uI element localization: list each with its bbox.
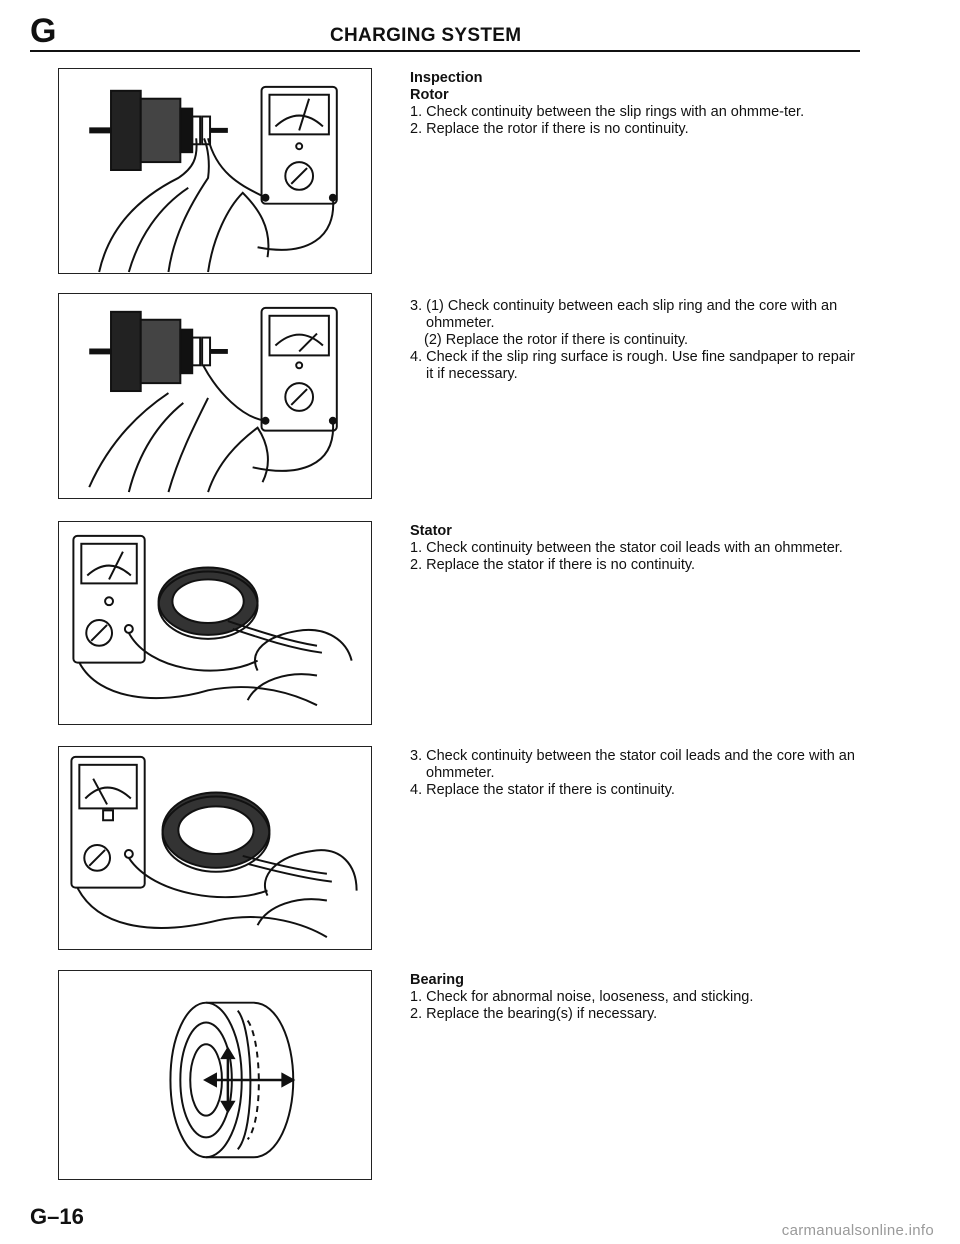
ohmmeter-rotor-core-drawing bbox=[88, 306, 338, 493]
instruction-step: 1. Check for abnormal noise, looseness, … bbox=[410, 989, 754, 1005]
instruction-step: 1. Check continuity between the slip rin… bbox=[410, 104, 805, 120]
instruction-step: 3. (1) Check continuity between each sli… bbox=[410, 298, 838, 331]
rotor-core-check-text: 3. (1) Check continuity between each sli… bbox=[410, 298, 862, 383]
stator-core-continuity-illustration bbox=[58, 746, 372, 950]
rotor-slip-ring-continuity-illustration bbox=[58, 68, 372, 274]
header-rule bbox=[30, 50, 860, 52]
section-heading: Bearing bbox=[410, 972, 464, 988]
bearing-drawing bbox=[169, 1001, 296, 1159]
ohmmeter-stator-drawing bbox=[72, 534, 353, 707]
ohmmeter-rotor-drawing bbox=[89, 85, 338, 273]
section-heading: Inspection bbox=[410, 70, 483, 86]
section-heading: Rotor bbox=[410, 87, 449, 103]
section-heading: Stator bbox=[410, 523, 452, 539]
instruction-step: 1. Check continuity between the stator c… bbox=[410, 540, 843, 556]
instruction-step: 2. Replace the rotor if there is no cont… bbox=[410, 121, 689, 137]
section-letter: G bbox=[30, 12, 57, 50]
stator-lead-continuity-illustration bbox=[58, 521, 372, 725]
page-title: CHARGING SYSTEM bbox=[330, 25, 522, 46]
instruction-step: (2) Replace the rotor if there is contin… bbox=[424, 332, 689, 348]
instruction-step: 4. Replace the stator if there is contin… bbox=[410, 782, 675, 798]
bearing-illustration bbox=[58, 970, 372, 1180]
instruction-step: 4. Check if the slip ring surface is rou… bbox=[410, 349, 855, 382]
instruction-step: 2. Replace the bearing(s) if necessary. bbox=[410, 1006, 658, 1022]
watermark: carmanualsonline.info bbox=[781, 1222, 934, 1239]
instruction-step: 3. Check continuity between the stator c… bbox=[410, 748, 855, 781]
ohmmeter-stator-core-drawing bbox=[70, 755, 358, 938]
page-number: G–16 bbox=[30, 1204, 84, 1229]
rotor-core-continuity-illustration bbox=[58, 293, 372, 499]
stator-core-check-text: 3. Check continuity between the stator c… bbox=[410, 748, 862, 799]
instruction-step: 2. Replace the stator if there is no con… bbox=[410, 557, 696, 573]
